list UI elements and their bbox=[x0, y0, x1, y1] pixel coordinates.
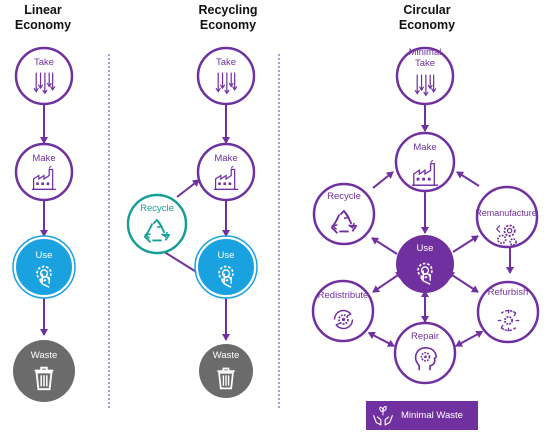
trash-bin-icon bbox=[33, 366, 55, 391]
linear-economy bbox=[12, 46, 76, 402]
trash-bin-icon bbox=[216, 367, 236, 390]
circular-economy bbox=[311, 46, 540, 385]
arrow-redistribute-repair bbox=[367, 331, 395, 347]
arrow-use-refurbish bbox=[446, 271, 479, 293]
make-node bbox=[196, 142, 256, 202]
recycle-node bbox=[312, 182, 376, 246]
hands-plant-icon bbox=[372, 405, 394, 425]
arrow-use-redistribute bbox=[372, 271, 403, 293]
minimal-waste-banner: Minimal Waste bbox=[366, 401, 478, 430]
minimal-waste-label: Minimal Waste bbox=[401, 410, 463, 421]
take-node bbox=[395, 46, 455, 106]
linear-title-line1: Linear bbox=[24, 3, 62, 17]
arrow-remanufacture-make bbox=[456, 171, 480, 187]
make-node bbox=[394, 131, 456, 193]
arrow-refurbish-repair bbox=[455, 330, 484, 347]
linear-title: Linear Economy bbox=[0, 3, 98, 33]
recycling-title: Recycling Economy bbox=[173, 3, 283, 33]
take-node bbox=[196, 46, 256, 106]
remanufacture-node bbox=[475, 185, 539, 249]
recycle-node bbox=[126, 193, 188, 255]
recycling-title-line1: Recycling bbox=[198, 3, 258, 17]
arrow-recycle-make bbox=[372, 171, 394, 189]
arrow-recycle-make bbox=[176, 179, 200, 198]
make-node bbox=[14, 142, 74, 202]
take-node bbox=[14, 46, 74, 106]
recycling-title-line2: Economy bbox=[199, 18, 257, 32]
circular-title: Circular Economy bbox=[372, 3, 482, 33]
linear-title-line2: Economy bbox=[14, 18, 72, 32]
circular-title-line1: Circular bbox=[403, 3, 451, 17]
arrow-use-recycle bbox=[371, 237, 398, 255]
recycling-economy bbox=[126, 46, 258, 398]
circular-title-line2: Economy bbox=[398, 18, 456, 32]
arrow-use-remanufacture bbox=[452, 235, 479, 253]
